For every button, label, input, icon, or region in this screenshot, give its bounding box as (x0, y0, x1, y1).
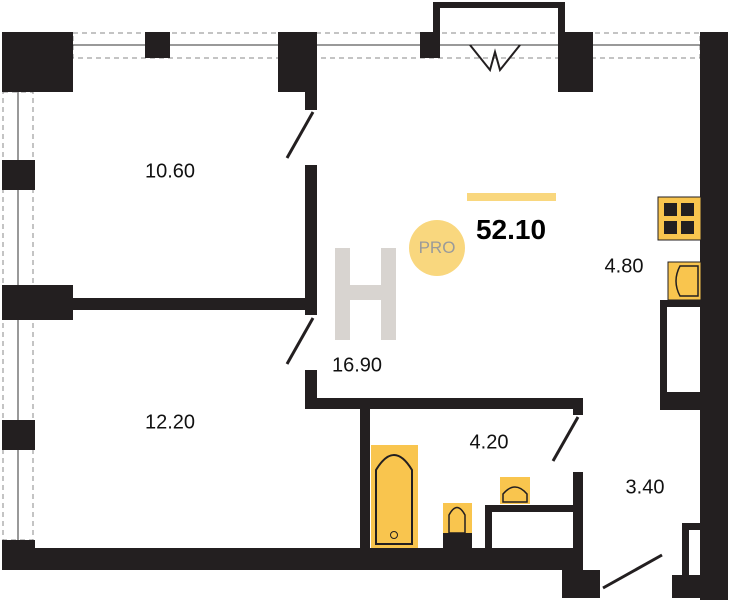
kitchen-sink (667, 261, 702, 301)
room-area-living: 16.90 (331, 354, 383, 377)
room-area-bedroom-2: 12.20 (144, 411, 196, 434)
stove-icon (657, 196, 702, 241)
developer-logo (335, 248, 396, 340)
room-area-bathroom: 4.20 (469, 431, 509, 454)
room-area-hallway: 3.40 (625, 476, 665, 499)
bathroom-sink (500, 477, 530, 504)
pro-badge-text: PRO (418, 238, 456, 257)
toilet (443, 503, 472, 548)
doors (285, 44, 663, 590)
pro-badge: PRO (409, 220, 465, 276)
total-area: 52.10 (475, 214, 547, 245)
room-area-kitchen: 4.80 (604, 255, 644, 278)
bathtub (371, 445, 418, 548)
accent-bar (467, 193, 556, 201)
room-area-bedroom-1: 10.60 (144, 160, 196, 183)
